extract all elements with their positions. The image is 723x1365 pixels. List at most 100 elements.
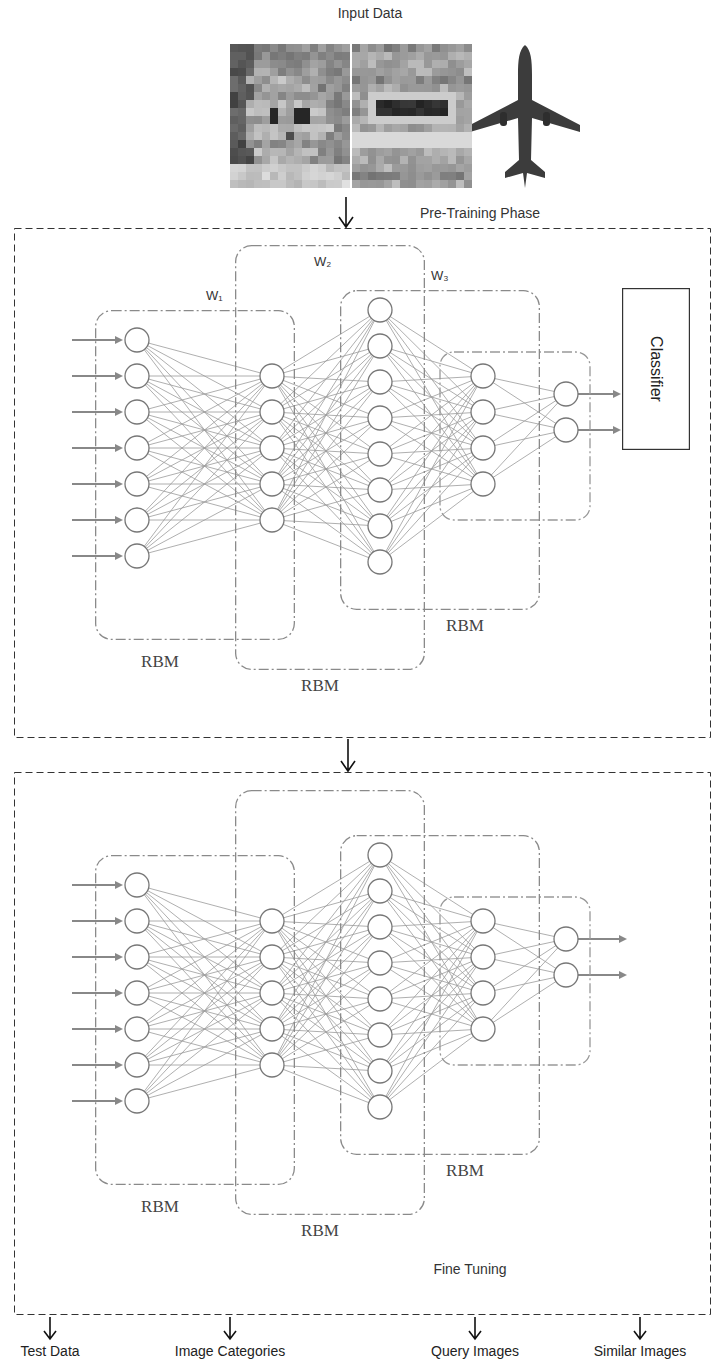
pixel	[440, 116, 448, 124]
pixel	[254, 180, 262, 188]
pixel	[254, 92, 262, 100]
pixel	[254, 84, 262, 92]
pixel	[392, 76, 400, 84]
pixel	[310, 172, 318, 180]
pixel	[392, 84, 400, 92]
pixel	[432, 140, 440, 148]
pixel	[246, 44, 254, 52]
weight-line	[137, 376, 272, 412]
pixel	[310, 92, 318, 100]
pixel	[392, 52, 400, 60]
weight-line	[137, 921, 272, 1101]
weight-line	[137, 376, 272, 448]
pixel	[278, 52, 286, 60]
weight-line	[137, 885, 272, 921]
weight-label: W₂	[313, 255, 332, 270]
output-arrow	[578, 938, 620, 940]
pixel	[360, 52, 368, 60]
weight-line	[137, 921, 272, 1029]
pixel	[440, 100, 448, 108]
pixel	[286, 180, 294, 188]
pixel	[342, 44, 350, 52]
pixel	[392, 116, 400, 124]
pixel	[400, 68, 408, 76]
pixel	[448, 132, 456, 140]
input-arrow	[72, 920, 116, 922]
weight-line	[272, 346, 380, 520]
pixel	[392, 44, 400, 52]
dashed-border	[15, 229, 711, 738]
pixel	[376, 164, 384, 172]
text-holder: RBM	[141, 1197, 179, 1217]
pixel	[376, 180, 384, 188]
neuron	[368, 298, 392, 322]
weight-line	[137, 1029, 272, 1101]
pixel	[238, 124, 246, 132]
pixel	[262, 172, 270, 180]
pixel	[302, 68, 310, 76]
pixel	[342, 108, 350, 116]
neuron	[368, 334, 392, 358]
weight-line	[137, 885, 272, 1029]
airplane-engine	[500, 112, 507, 126]
pixel	[424, 148, 432, 156]
pixel	[384, 156, 392, 164]
weight-line	[137, 412, 272, 556]
pixel	[246, 76, 254, 84]
pixel	[392, 164, 400, 172]
neuron	[368, 1059, 392, 1083]
pixel	[246, 148, 254, 156]
pixel	[286, 124, 294, 132]
pixel	[270, 180, 278, 188]
weight-line	[272, 921, 380, 1107]
pixel	[400, 140, 408, 148]
pixel	[456, 108, 464, 116]
neuron	[471, 472, 495, 496]
pixel	[432, 164, 440, 172]
pixel	[342, 180, 350, 188]
neuron	[260, 909, 284, 933]
pixel	[352, 140, 360, 148]
pixel	[408, 44, 416, 52]
pixel	[230, 116, 238, 124]
pixel	[384, 124, 392, 132]
dash-dot-border	[236, 791, 425, 1215]
pixel	[246, 108, 254, 116]
pixel	[416, 68, 424, 76]
pixel	[456, 132, 464, 140]
pixel	[310, 76, 318, 84]
pixel	[294, 132, 302, 140]
pixel	[286, 100, 294, 108]
pixel	[270, 84, 278, 92]
pixel	[384, 92, 392, 100]
input-group: Input Data	[225, 4, 590, 196]
weight-line	[272, 1029, 380, 1107]
pixel	[294, 116, 302, 124]
input-arrow	[72, 483, 116, 485]
neuron	[125, 328, 149, 352]
pixel	[254, 76, 262, 84]
pixel	[400, 116, 408, 124]
pixel	[342, 100, 350, 108]
weight-line	[380, 957, 483, 1107]
arrow-head	[115, 444, 123, 452]
node-outline	[235, 245, 425, 670]
pixel	[432, 68, 440, 76]
weight-line	[272, 855, 380, 1029]
pixel	[318, 68, 326, 76]
dash-dot-border	[341, 836, 540, 1155]
weight-line	[137, 340, 272, 448]
weight-line	[380, 376, 483, 418]
pixel	[424, 84, 432, 92]
weight-line	[380, 448, 483, 562]
pixel	[326, 180, 334, 188]
weight-line	[483, 975, 566, 1029]
weight-line	[272, 1035, 380, 1065]
neuron	[368, 478, 392, 502]
pixel	[384, 76, 392, 84]
pixel	[368, 148, 376, 156]
pixel	[318, 108, 326, 116]
pixel	[416, 124, 424, 132]
pixel	[360, 148, 368, 156]
down-arrow	[224, 1317, 236, 1339]
